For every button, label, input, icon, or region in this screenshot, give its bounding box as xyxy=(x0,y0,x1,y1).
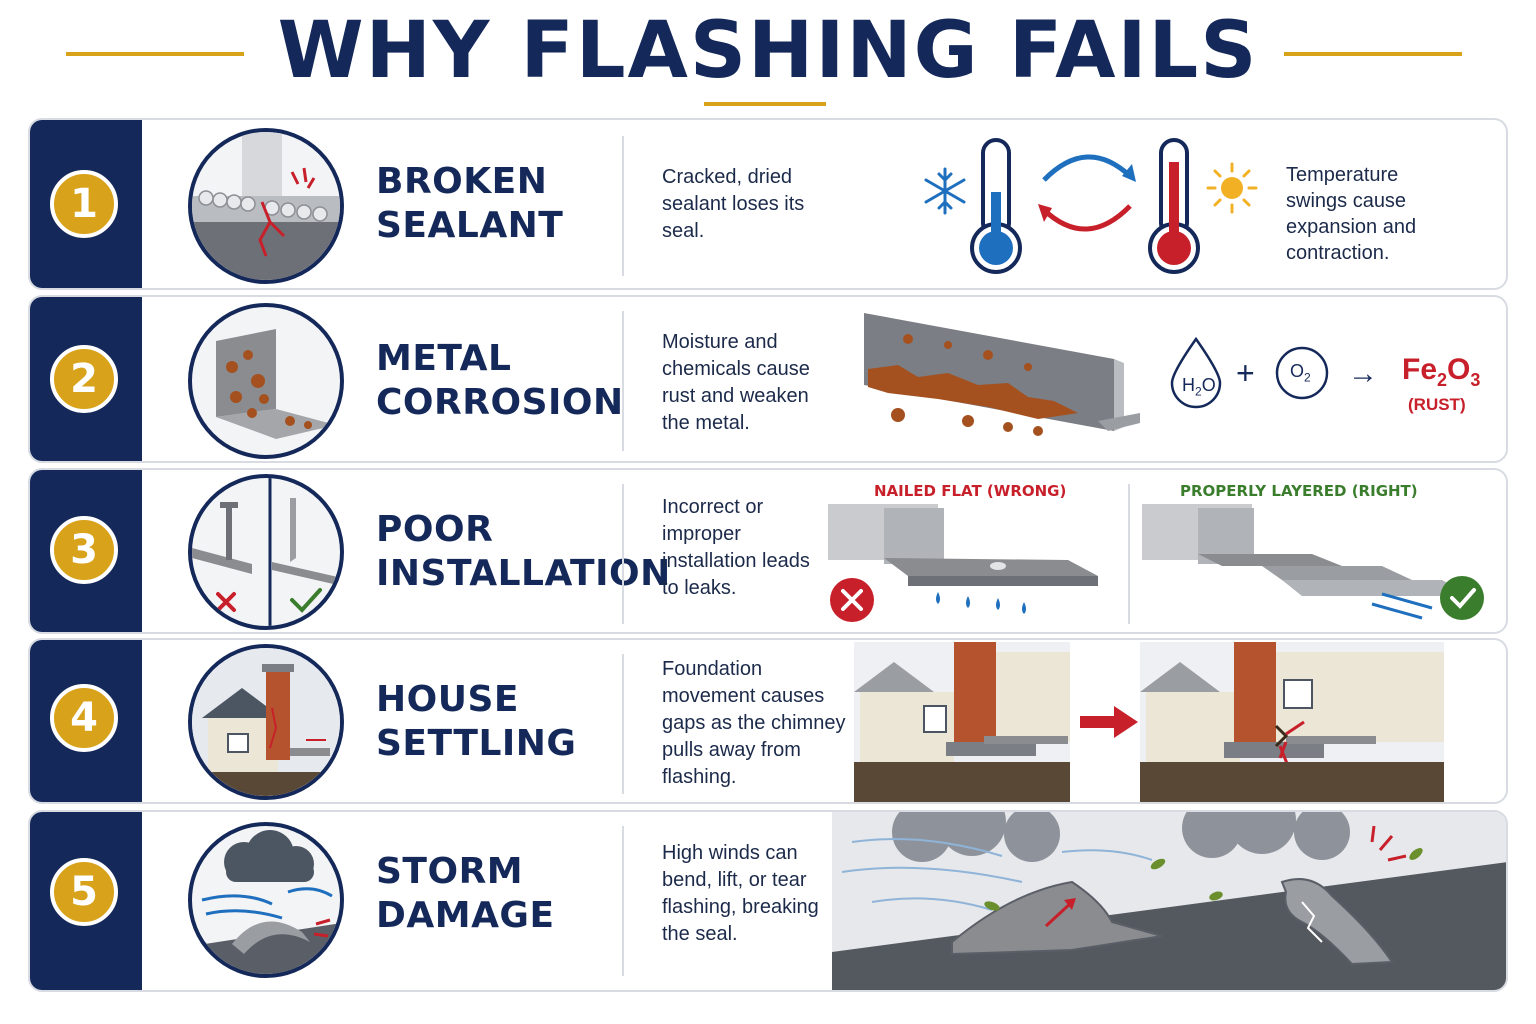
rust-label: (RUST) xyxy=(1408,395,1466,414)
storm-flashing-icon xyxy=(188,822,344,978)
house-after-illustration xyxy=(1140,642,1444,802)
step-number: 4 xyxy=(50,684,118,752)
rust-formula: Fe2O3 xyxy=(1402,353,1481,390)
row-heading: STORM DAMAGE xyxy=(376,851,555,936)
row-description: Moisture and chemicals cause rust and we… xyxy=(662,331,810,434)
title-rule-right xyxy=(1284,52,1462,56)
row-storm-damage: 5 STORM DAMAGE High winds can bend, lift… xyxy=(28,810,1508,992)
storm-damage-illustration xyxy=(832,812,1506,990)
cold-thermometer-icon xyxy=(970,138,1022,274)
arrow-right-icon xyxy=(1080,706,1138,738)
installation-compare-icon xyxy=(188,474,344,630)
row-description: Foundation movement causes gaps as the c… xyxy=(662,658,846,788)
row-metal-corrosion: 2 METAL CORROSION Moisture and chemicals… xyxy=(28,295,1508,463)
nail-icon xyxy=(226,504,232,560)
row-poor-installation: 3 POOR INSTALLATION Incorrect or imprope… xyxy=(28,468,1508,634)
x-mark-icon xyxy=(216,592,236,612)
house-before-illustration xyxy=(854,642,1070,802)
sun-icon xyxy=(1206,162,1258,214)
snowflake-icon xyxy=(924,167,966,215)
row-divider xyxy=(622,311,624,451)
row-divider xyxy=(622,484,624,624)
storm-cloud-icon xyxy=(224,830,314,882)
row-note: Temperature swings cause expansion and c… xyxy=(1286,164,1417,264)
step-number: 1 xyxy=(50,170,118,238)
nailed-flat-illustration xyxy=(828,504,1098,622)
oxygen-circle xyxy=(1275,346,1329,400)
reaction-arrow: → xyxy=(1348,357,1378,390)
title-area: WHY FLASHING FAILS xyxy=(0,0,1536,112)
title-rule-left xyxy=(66,52,244,56)
page-title: WHY FLASHING FAILS xyxy=(277,6,1259,96)
row-heading: HOUSE SETTLING xyxy=(376,679,577,764)
house-chimney-icon xyxy=(188,644,344,800)
row-description: Cracked, dried sealant loses its seal. xyxy=(662,166,805,242)
water-molecule: H2O xyxy=(1182,375,1216,399)
title-underline xyxy=(704,102,826,106)
plus-sign: + xyxy=(1236,355,1255,391)
oxygen-molecule: O2 xyxy=(1290,361,1311,385)
row-divider xyxy=(622,826,624,976)
wind-icon xyxy=(201,887,333,920)
rusted-flashing-illustration xyxy=(864,313,1140,436)
water-drop-icon xyxy=(1170,336,1222,409)
step-number: 5 xyxy=(50,858,118,926)
cycle-arrows-icon xyxy=(1038,154,1136,232)
row-heading: POOR INSTALLATION xyxy=(376,509,671,594)
properly-layered-illustration xyxy=(1142,504,1484,620)
row-divider xyxy=(622,136,624,276)
row-description: Incorrect or improper installation leads… xyxy=(662,496,810,599)
row-heading: METAL CORROSION xyxy=(376,338,624,423)
cracked-sealant-icon xyxy=(188,128,344,284)
row-house-settling: 4 HOUSE SETTLING Foundation movement cau… xyxy=(28,638,1508,804)
panel-divider xyxy=(1128,484,1130,624)
leaf-icon xyxy=(984,848,1423,911)
check-mark-icon xyxy=(290,588,322,613)
row-broken-sealant: 1 BROKEN SEALANT Cracked, dried sealant … xyxy=(28,118,1508,290)
wrong-label: NAILED FLAT (WRONG) xyxy=(874,482,1067,500)
rusted-flashing-icon xyxy=(188,303,344,459)
row-description: High winds can bend, lift, or tear flash… xyxy=(662,842,819,945)
step-number: 3 xyxy=(50,516,118,584)
row-heading: BROKEN SEALANT xyxy=(376,161,564,246)
hot-thermometer-icon xyxy=(1148,138,1200,274)
step-number: 2 xyxy=(50,345,118,413)
row-divider xyxy=(622,654,624,794)
right-label: PROPERLY LAYERED (RIGHT) xyxy=(1180,482,1418,500)
